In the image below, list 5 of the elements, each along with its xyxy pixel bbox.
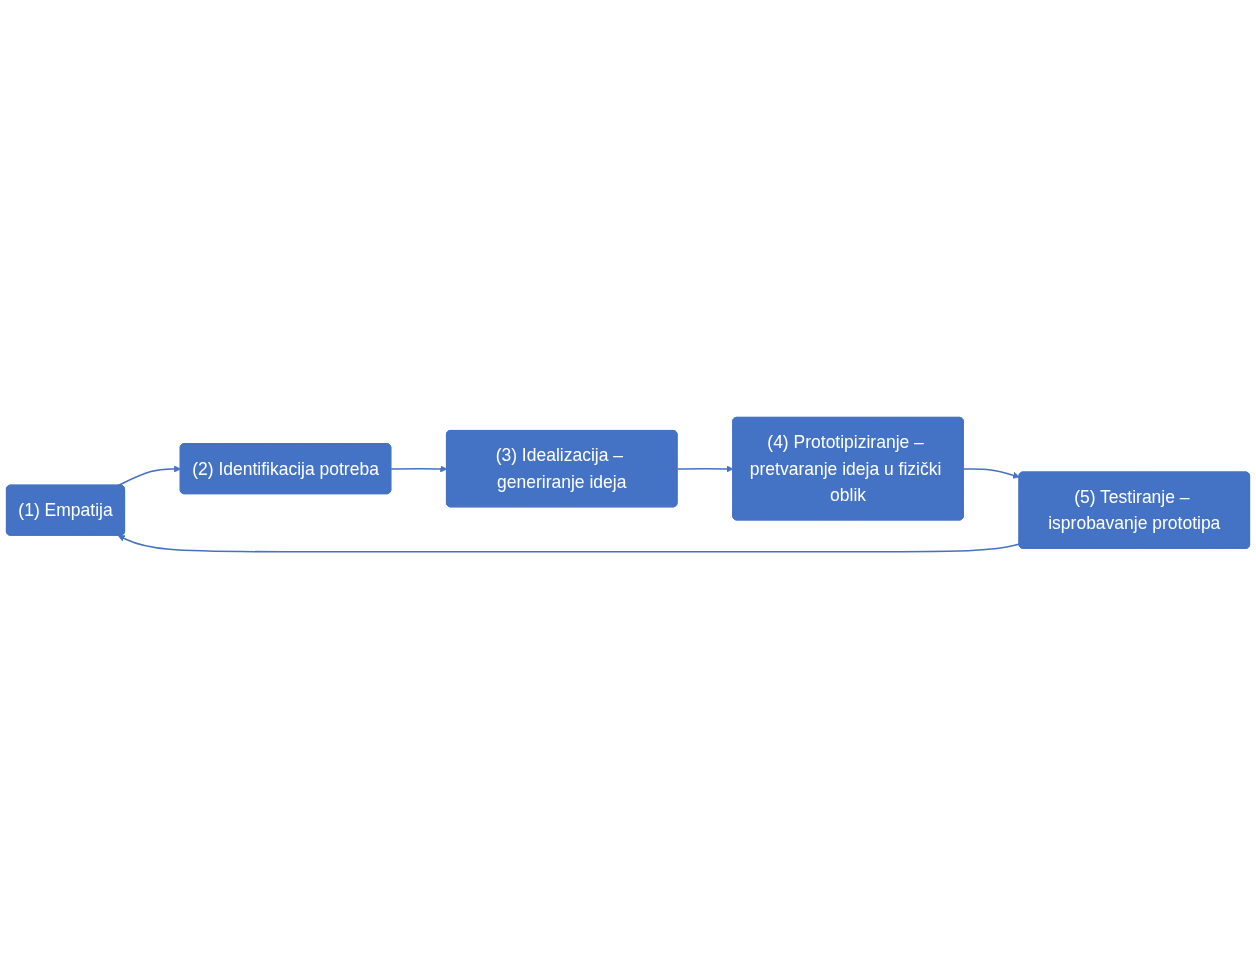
arrow: [117, 465, 181, 487]
arrow: [962, 468, 1020, 480]
arrow: [390, 465, 448, 473]
arrow: [676, 465, 734, 473]
arrow: [117, 535, 1021, 553]
